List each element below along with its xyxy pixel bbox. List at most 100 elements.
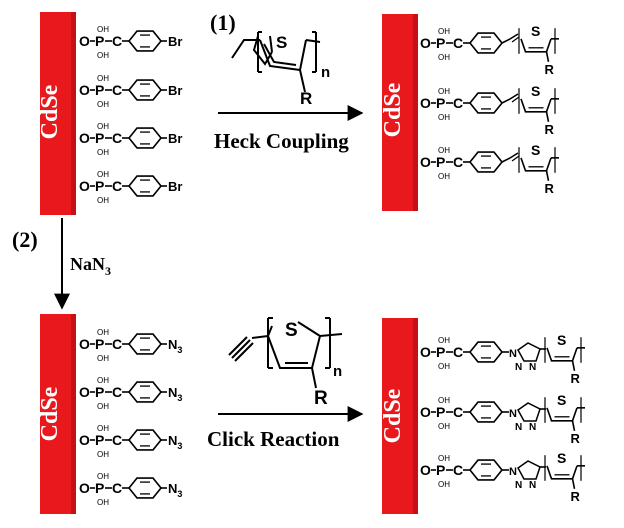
step1-label: (1) [210,10,236,35]
cdse-nanoparticle: CdSe [380,14,418,211]
methylene-c: C [453,35,463,51]
methylene-c: C [112,33,122,49]
thiophene-s: S [557,392,566,408]
phosphorus: P [95,82,104,98]
cdse-surface [40,314,76,514]
thiophene-s: S [557,450,566,466]
hydroxyl-bottom: OH [97,450,109,459]
benzene-ring [127,30,163,52]
cdse-nanoparticle: CdSe [37,314,76,514]
benzene-ring [127,381,163,403]
nan3-reagent-label: NaN3 [70,254,111,278]
hydroxyl-bottom: OH [438,362,450,371]
alkyne-polythiophene-r: R [314,388,328,409]
anchor-o: O [79,432,90,448]
anchor-o: O [79,178,90,194]
step2-label: (2) [12,227,38,252]
thiophene-r: R [545,62,555,77]
azide: N3 [168,385,182,403]
phosphorus: P [95,432,104,448]
thiophene-r: R [571,371,581,386]
triazole-n1: N [509,408,517,420]
thiophene-ring [520,157,552,172]
benzene-ring [468,401,504,423]
anchor-o: O [79,130,90,146]
vinylene-bond [509,33,519,40]
cdse-label: CdSe [380,82,406,137]
benzene-ring [468,341,504,363]
hydroxyl-bottom: OH [97,402,109,411]
bromine: Br [168,34,182,49]
cdse-label: CdSe [37,84,63,139]
thiophene-r-bond [571,360,576,371]
vinylene-double [511,155,520,162]
benzene-ring [127,127,163,149]
phosphorus: P [95,33,104,49]
hydroxyl-bottom: OH [438,422,450,431]
anchor-o: O [420,95,431,111]
thiophene-ring [546,347,578,362]
triazole-n3: N [529,362,536,373]
thiophene-r-bond [545,51,550,62]
methylene-c: C [453,154,463,170]
methylene-c: C [112,130,122,146]
methylene-c: C [112,336,122,352]
anchor-o: O [420,154,431,170]
thiophene-ring [520,38,552,53]
methylene-c: C [112,178,122,194]
hydroxyl-top: OH [438,336,450,345]
hydroxyl-top: OH [97,376,109,385]
azide-subscript: 3 [177,489,182,499]
thiophene-r: R [545,181,555,196]
phosphorus: P [95,480,104,496]
anchor-o: O [79,336,90,352]
vinylene-bond [501,157,511,163]
vinyl-polythiophene-s: S [276,33,287,52]
anchor-o: O [79,33,90,49]
anchor-o: O [420,35,431,51]
thiophene-s: S [531,23,540,39]
hydroxyl-top: OH [97,328,109,337]
bromine: Br [168,131,182,146]
anchor-o: O [79,480,90,496]
thiophene-r-bond [571,478,576,489]
methylene-c: C [112,432,122,448]
bromine: Br [168,179,182,194]
phosphorus: P [436,35,445,51]
benzene-ring [127,79,163,101]
benzene-ring [127,175,163,197]
thiophene-ring [546,407,578,422]
triazole-ring [517,402,541,422]
hydroxyl-bottom: OH [97,148,109,157]
hydroxyl-bottom: OH [438,480,450,489]
hydroxyl-top: OH [97,122,109,131]
hydroxyl-bottom: OH [97,354,109,363]
cdse-shading [413,318,418,514]
cdse-shading [413,14,418,211]
methylene-c: C [112,384,122,400]
phosphorus: P [95,130,104,146]
thiophene-s: S [531,142,540,158]
triazole-ring [517,342,541,362]
hydroxyl-bottom: OH [97,100,109,109]
thiophene-r: R [571,431,581,446]
hydroxyl-bottom: OH [438,113,450,122]
thiophene-r: R [545,122,555,137]
vinylene-bond [509,152,519,159]
anchor-o: O [79,82,90,98]
thiophene-s: S [531,83,540,99]
alkyne-polythiophene-n: n [333,363,342,380]
benzene-ring [468,151,504,173]
cdse-label: CdSe [380,388,406,443]
methylene-c: C [453,404,463,420]
thiophene-ring [546,465,578,480]
hydroxyl-top: OH [438,27,450,36]
